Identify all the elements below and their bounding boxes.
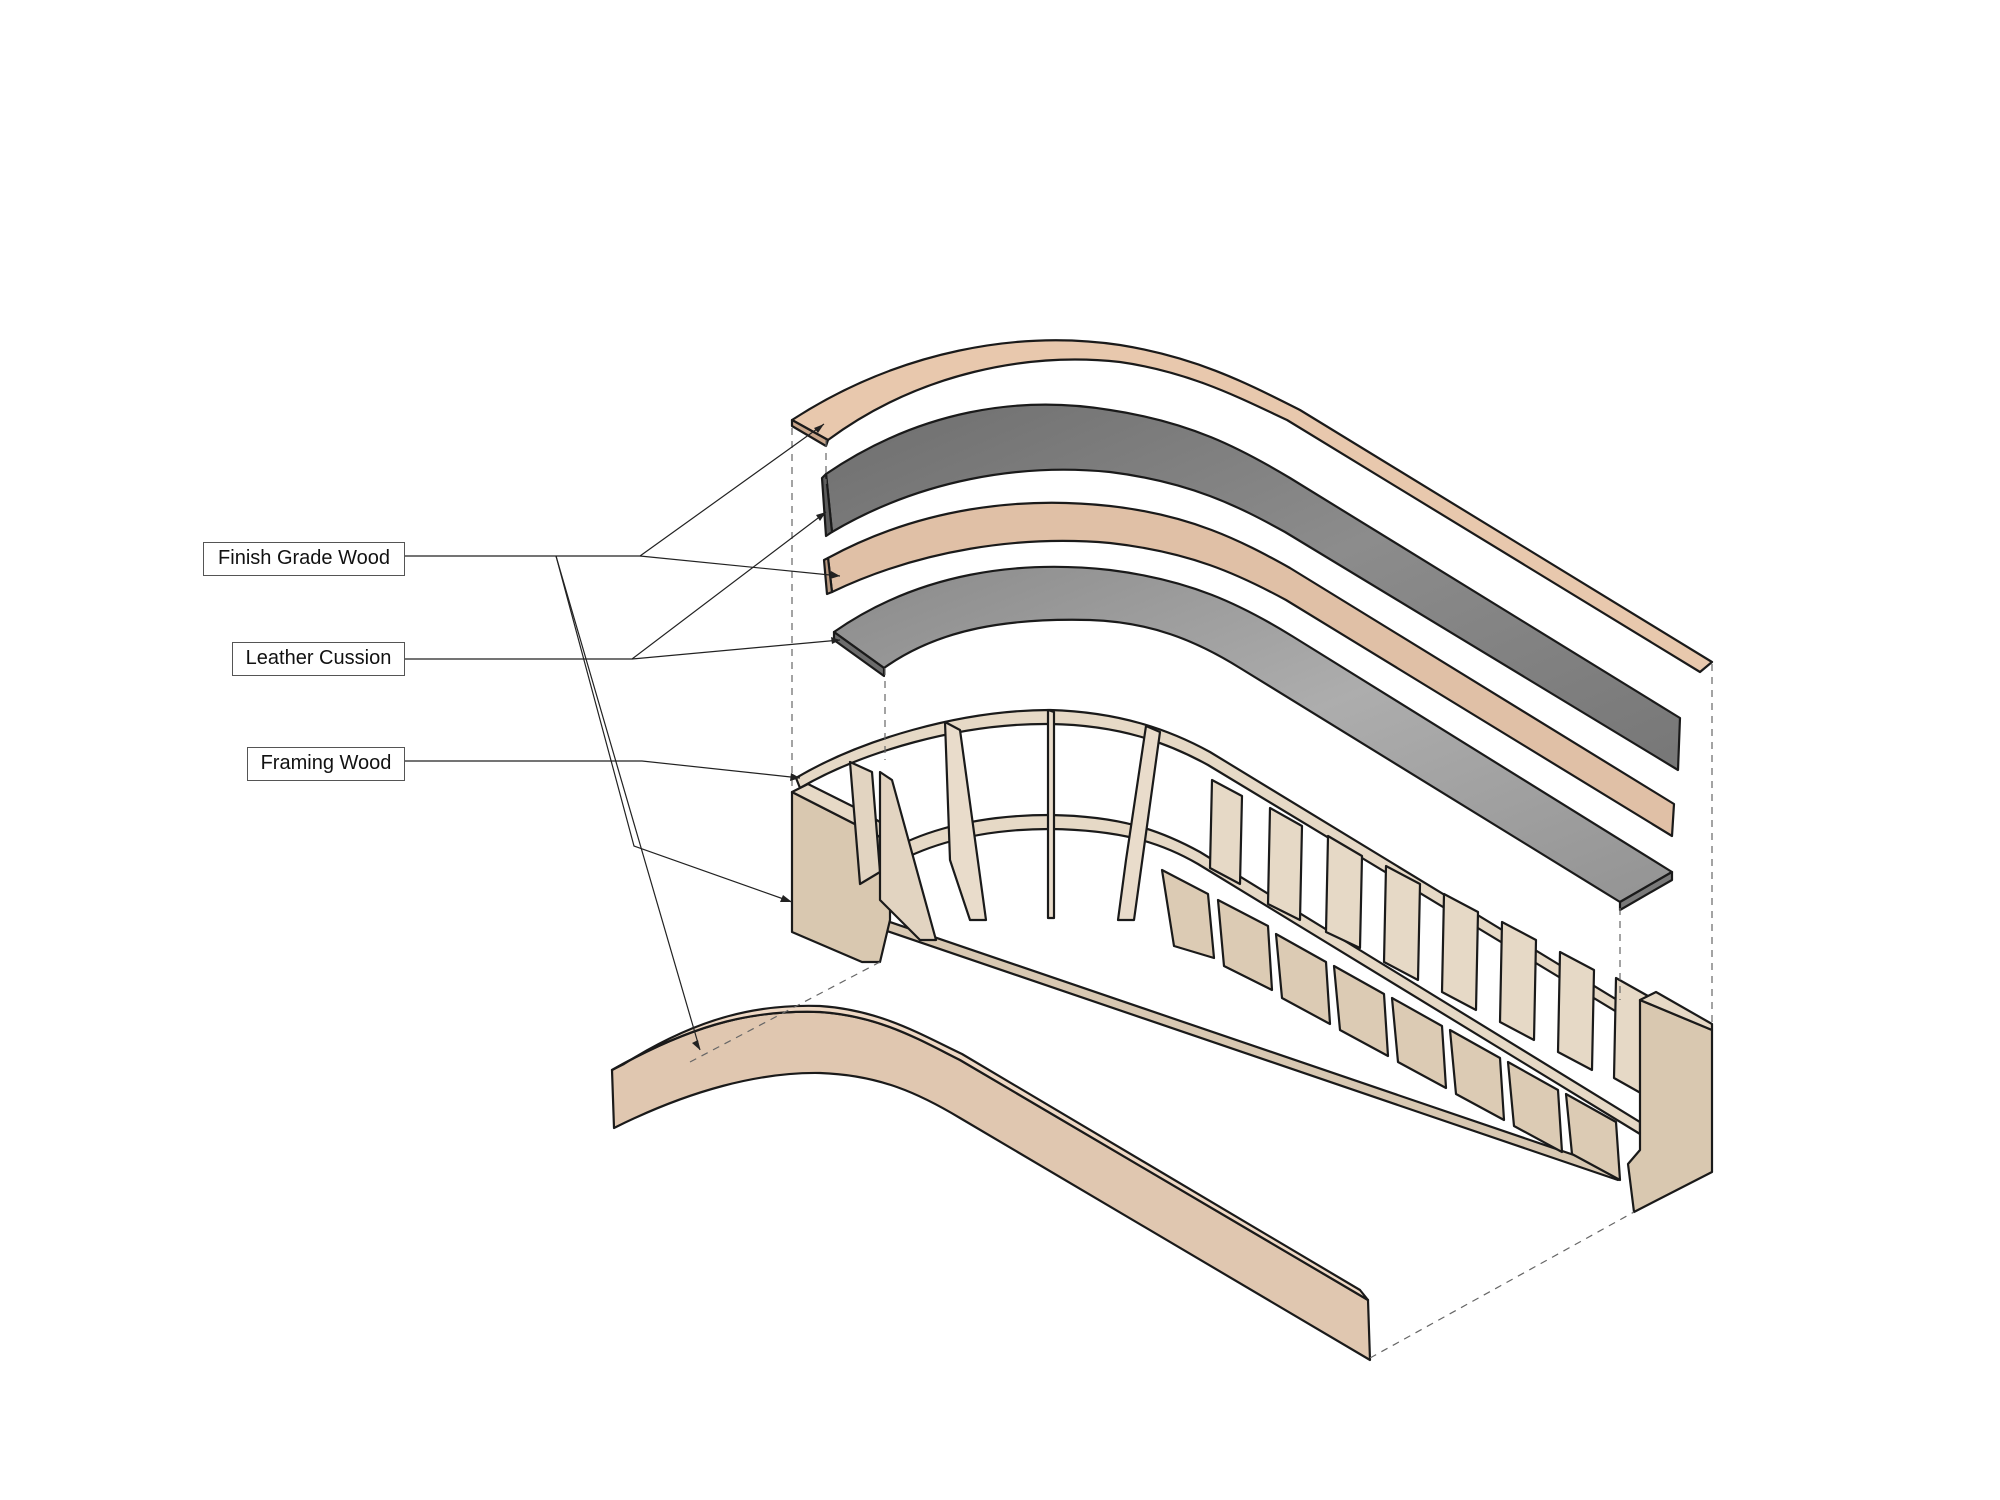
label-leather-cussion: Leather Cussion xyxy=(232,642,405,676)
leader-lines xyxy=(405,423,841,1051)
top-finish-wood-board xyxy=(790,339,1714,674)
alignment-guides xyxy=(689,428,1713,1359)
front-finish-wood-panel xyxy=(610,1004,1372,1362)
framing-ribs-right xyxy=(1160,778,1650,1182)
top-leather-cushion xyxy=(820,403,1682,772)
label-framing-wood: Framing Wood xyxy=(247,747,405,781)
framing-wood-assembly xyxy=(790,708,1714,1214)
label-finish-grade-wood: Finish Grade Wood xyxy=(203,542,405,576)
middle-finish-wood-strip xyxy=(822,501,1676,838)
lower-leather-cushion xyxy=(832,565,1674,912)
